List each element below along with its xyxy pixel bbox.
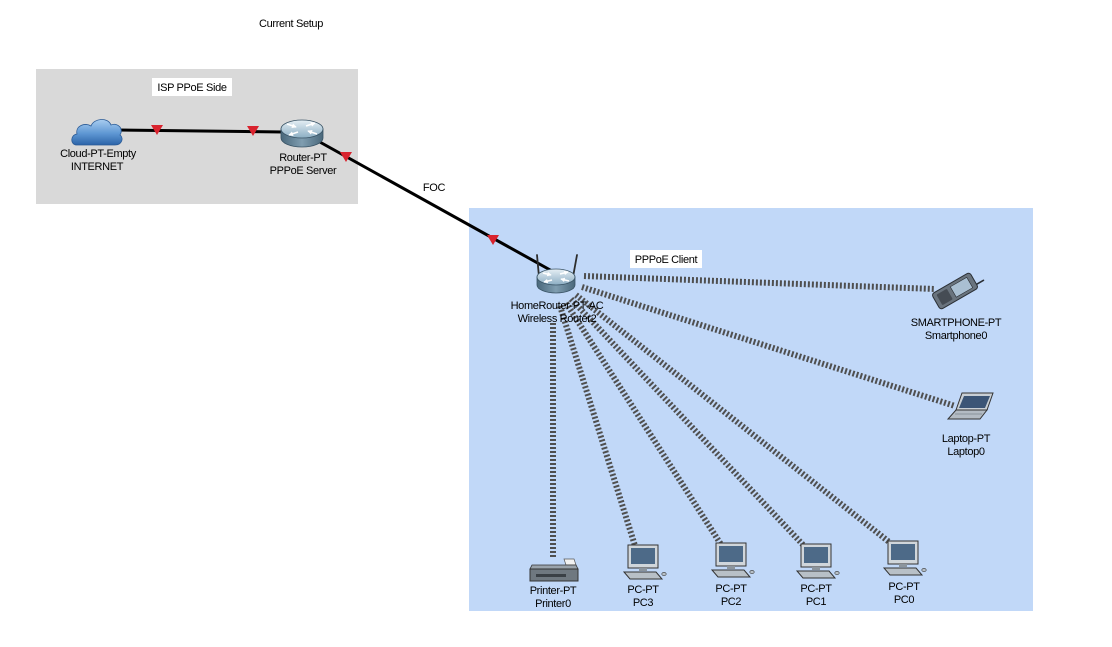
device-name-label: PC3 [633,597,654,609]
device-model-label: Cloud-PT-Empty [60,148,137,160]
device-model-label: Printer-PT [530,585,577,597]
device-name-label: PC2 [721,596,742,608]
device-name-label: PC1 [806,596,827,608]
device-smartphone[interactable]: SMARTPHONE-PT Smartphone0 [911,267,1002,342]
device-pppoe-server[interactable]: Router-PT PPPoE Server [270,120,337,177]
workspace-title: Current Setup [259,18,323,30]
isp-area-note[interactable]: ISP PPoE Side [152,78,232,96]
device-wireless-router[interactable]: HomeRouter-PT-AC Wireless Router2 [511,255,604,325]
isp-area-note-text: ISP PPoE Side [157,82,226,94]
isp-area-note-box[interactable] [152,78,232,96]
device-model-label: Router-PT [279,152,327,164]
wireless-link-pc2 [563,301,725,548]
device-name-label: Printer0 [535,598,571,610]
fiber-cable-label: FOC [423,182,446,194]
device-model-label: Laptop-PT [942,433,991,445]
wireless-links [550,273,956,557]
fiber-cable[interactable] [316,139,554,273]
device-name-label: Wireless Router2 [518,313,597,325]
device-name-label: Laptop0 [947,446,985,458]
client-area-note-text: PPPoE Client [635,254,698,266]
wireless-link-pc0 [574,292,895,548]
device-model-label: PC-PT [627,584,659,596]
device-name-label: INTERNET [71,161,124,173]
wireless-link-smartphone [583,273,936,292]
wireless-link-pc3 [557,305,639,550]
device-laptop[interactable]: Laptop-PT Laptop0 [942,392,994,458]
device-pc1[interactable]: PC-PT PC1 [796,543,840,608]
device-model-label: PC-PT [715,583,747,595]
wireless-link-laptop [581,284,956,409]
device-printer[interactable]: Printer-PT Printer0 [529,558,579,610]
device-model-label: HomeRouter-PT-AC [511,300,604,312]
isp-uplink-cable[interactable] [116,128,285,134]
device-pc2[interactable]: PC-PT PC2 [711,542,755,608]
device-model-label: PC-PT [800,583,832,595]
device-internet[interactable]: Cloud-PT-Empty INTERNET [60,119,137,173]
device-name-label: PPPoE Server [270,165,337,177]
device-model-label: PC-PT [888,581,920,593]
client-area [469,208,1033,611]
client-area-note[interactable]: PPPoE Client [630,250,702,268]
device-name-label: PC0 [894,594,915,606]
device-pc0[interactable]: PC-PT PC0 [883,540,927,606]
device-model-label: SMARTPHONE-PT [911,317,1002,329]
client-area-note-box[interactable] [630,250,702,268]
wireless-link-pc1 [568,296,810,552]
device-name-label: Smartphone0 [925,330,987,342]
router-icon[interactable] [281,120,323,147]
device-pc3[interactable]: PC-PT PC3 [623,544,667,609]
